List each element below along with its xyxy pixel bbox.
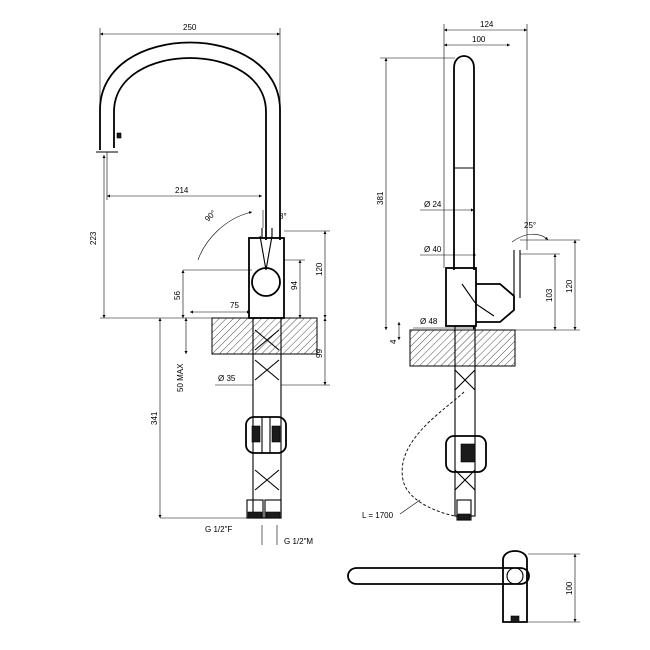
side-spout bbox=[445, 55, 521, 327]
front-spout bbox=[96, 41, 281, 240]
front-hose bbox=[245, 317, 287, 519]
top-view: 100 bbox=[347, 550, 580, 623]
front-dimension-labels: 250 214 223 90° 8° 120 94 56 75 99 50 MA… bbox=[89, 23, 324, 546]
dim-223: 223 bbox=[89, 231, 98, 245]
dim-124: 124 bbox=[480, 20, 494, 29]
dim-angle-25: 25° bbox=[524, 221, 536, 230]
dim-angle-90: 90° bbox=[203, 208, 218, 223]
front-view: 250 214 223 90° 8° 120 94 56 75 99 50 MA… bbox=[89, 23, 330, 546]
dim-100: 100 bbox=[472, 35, 486, 44]
dim-dia-48: Ø 48 bbox=[420, 317, 438, 326]
front-countertop bbox=[211, 317, 318, 355]
dim-94: 94 bbox=[290, 281, 299, 290]
dim-56: 56 bbox=[173, 291, 182, 300]
dim-341: 341 bbox=[150, 411, 159, 425]
side-countertop bbox=[409, 329, 516, 367]
side-dimension-lines bbox=[380, 24, 580, 515]
dim-103: 103 bbox=[545, 288, 554, 302]
thread-female: G 1/2"F bbox=[205, 525, 232, 534]
dim-214: 214 bbox=[175, 186, 189, 195]
dim-50-max: 50 MAX bbox=[176, 363, 185, 392]
front-dimension-lines bbox=[99, 28, 330, 545]
dim-dia-40: Ø 40 bbox=[424, 245, 442, 254]
dim-75: 75 bbox=[230, 301, 239, 310]
side-dimension-labels: 124 100 381 Ø 24 Ø 40 25° 103 120 Ø 48 4… bbox=[362, 20, 574, 520]
dim-99: 99 bbox=[315, 349, 324, 358]
dim-250: 250 bbox=[183, 23, 197, 32]
dim-120-side: 120 bbox=[565, 279, 574, 293]
dim-dia-24: Ø 24 bbox=[424, 200, 442, 209]
dim-dia-35: Ø 35 bbox=[218, 374, 236, 383]
dim-angle-8: 8° bbox=[279, 212, 287, 221]
side-hose bbox=[401, 325, 487, 521]
dim-4: 4 bbox=[389, 339, 398, 344]
dim-381: 381 bbox=[376, 191, 385, 205]
hose-length: L = 1700 bbox=[362, 511, 394, 520]
front-body bbox=[248, 228, 285, 319]
dim-100-top: 100 bbox=[565, 581, 574, 595]
side-view: 124 100 381 Ø 24 Ø 40 25° 103 120 Ø 48 4… bbox=[362, 20, 580, 521]
dim-120: 120 bbox=[315, 262, 324, 276]
thread-male: G 1/2"M bbox=[284, 537, 313, 546]
